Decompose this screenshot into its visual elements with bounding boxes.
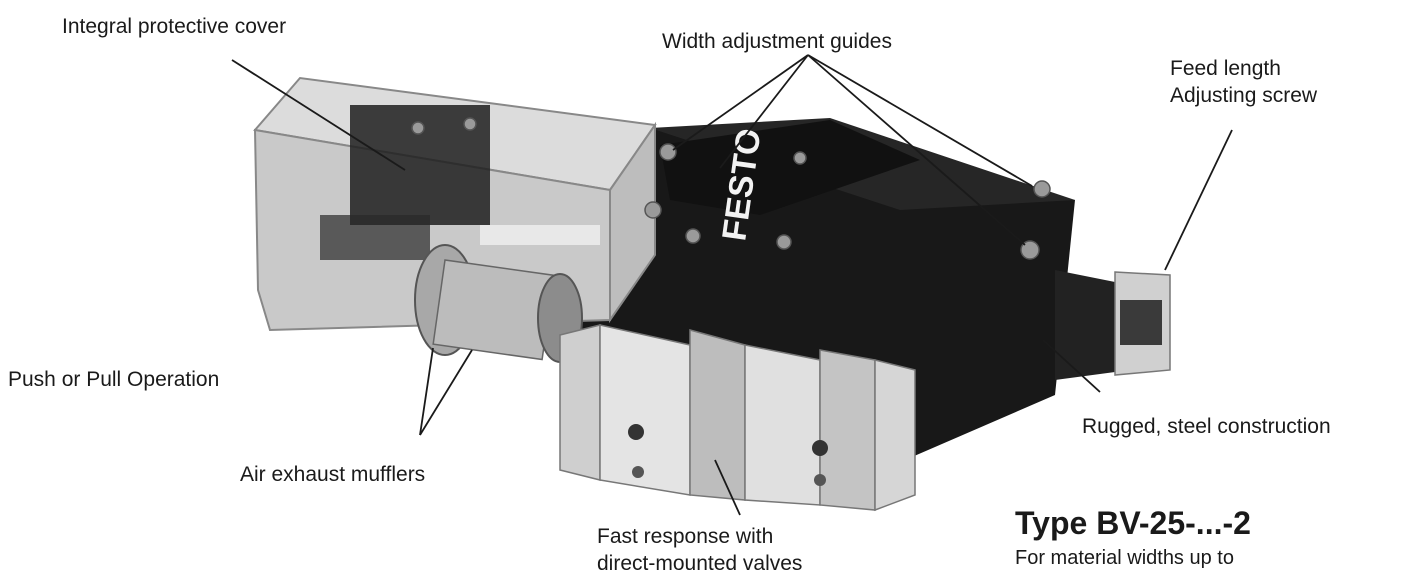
- adjusting-screw: [1055, 270, 1171, 380]
- label-integral-protective-cover: Integral protective cover: [62, 15, 287, 38]
- label-width-adjustment-guides: Width adjustment guides: [662, 30, 892, 53]
- label-rugged-steel-construction: Rugged, steel construction: [1082, 415, 1331, 438]
- festo-plate: FESTO: [660, 120, 920, 243]
- product-type-title: Type BV-25-...-2: [1015, 505, 1251, 541]
- screws: [411, 117, 1051, 260]
- label-feed-length: Feed length: [1170, 57, 1281, 80]
- muffler: [414, 244, 583, 363]
- label-air-exhaust-mufflers: Air exhaust mufflers: [240, 463, 426, 486]
- label-adjusting-screw: Adjusting screw: [1170, 84, 1318, 107]
- valves: [559, 324, 916, 512]
- protective-cover: [253, 76, 657, 332]
- label-fast-response: Fast response with: [597, 525, 774, 548]
- label-direct-mounted-valves: direct-mounted valves: [597, 552, 803, 575]
- leader-lines: [231, 54, 1233, 516]
- label-push-or-pull-operation: Push or Pull Operation: [8, 368, 220, 391]
- product-type-subtitle: For material widths up to: [1015, 547, 1234, 569]
